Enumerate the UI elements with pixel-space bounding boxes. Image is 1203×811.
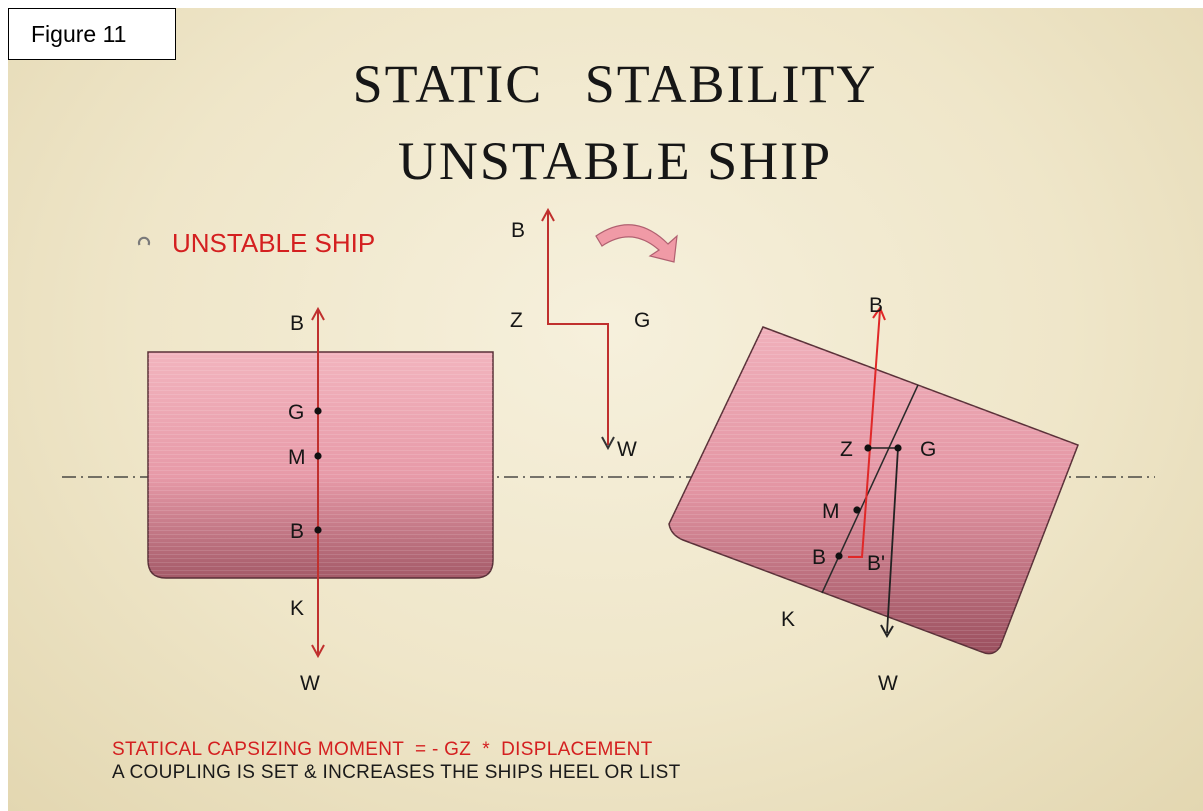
heeled-label-b-prime: B' (867, 552, 885, 575)
couple-line (547, 212, 609, 445)
upright-label-m: M (288, 446, 306, 469)
upright-label-b: B (290, 520, 304, 543)
heeled-buoyancy-arrowhead (872, 305, 886, 321)
heeled-z-point (864, 444, 872, 452)
upright-b-point (314, 526, 322, 534)
capsizing-moment-formula: STATICAL CAPSIZING MOMENT = - GZ * DISPL… (112, 739, 653, 760)
slide-title-line-1: STATIC STABILITY (352, 54, 878, 114)
couple-label-g: G (634, 309, 650, 332)
couple-label-w: W (617, 438, 637, 461)
heeled-label-w: W (878, 672, 898, 695)
heeled-weight-arrowhead (880, 624, 894, 639)
heeled-label-k: K (781, 608, 795, 631)
upright-label-g: G (288, 401, 304, 424)
couple-label-z: Z (510, 309, 523, 332)
heeled-label-b: B (812, 546, 826, 569)
upright-buoyancy-arrowhead (311, 306, 325, 321)
heeled-label-b-top: B (869, 294, 883, 317)
upright-ship: B G M B K W (147, 306, 494, 695)
rotation-arrow-icon (595, 224, 678, 263)
couple-up-arrowhead (541, 207, 555, 222)
upright-label-k: K (290, 597, 304, 620)
heeled-weight-line (886, 447, 899, 634)
bullet-text: UNSTABLE SHIP (172, 228, 376, 258)
heeled-label-z: Z (840, 438, 853, 461)
upright-g-point (314, 407, 322, 415)
hollow-circle-bullet-icon (137, 236, 151, 246)
heeled-g-point (894, 444, 902, 452)
heeled-buoyancy-line (848, 309, 881, 558)
heeled-label-g: G (920, 438, 936, 461)
couple-label-b: B (511, 219, 525, 242)
heeled-label-m: M (822, 500, 840, 523)
upright-label-b-top: B (290, 312, 304, 335)
slide-title-line-2: UNSTABLE SHIP (397, 131, 833, 191)
heeled-m-point (853, 506, 861, 514)
couple-down-arrowhead (601, 436, 615, 451)
figure-label: Figure 11 (8, 8, 176, 60)
upright-m-point (314, 452, 322, 460)
upright-weight-arrowhead (311, 644, 325, 659)
heeled-b-point (835, 552, 843, 560)
coupling-explanation: A COUPLING IS SET & INCREASES THE SHIPS … (112, 762, 681, 783)
couple-sketch: B Z G W (510, 207, 678, 461)
upright-label-w: W (300, 672, 320, 695)
heeled-ship: B Z G M B B' K W (668, 294, 1079, 695)
